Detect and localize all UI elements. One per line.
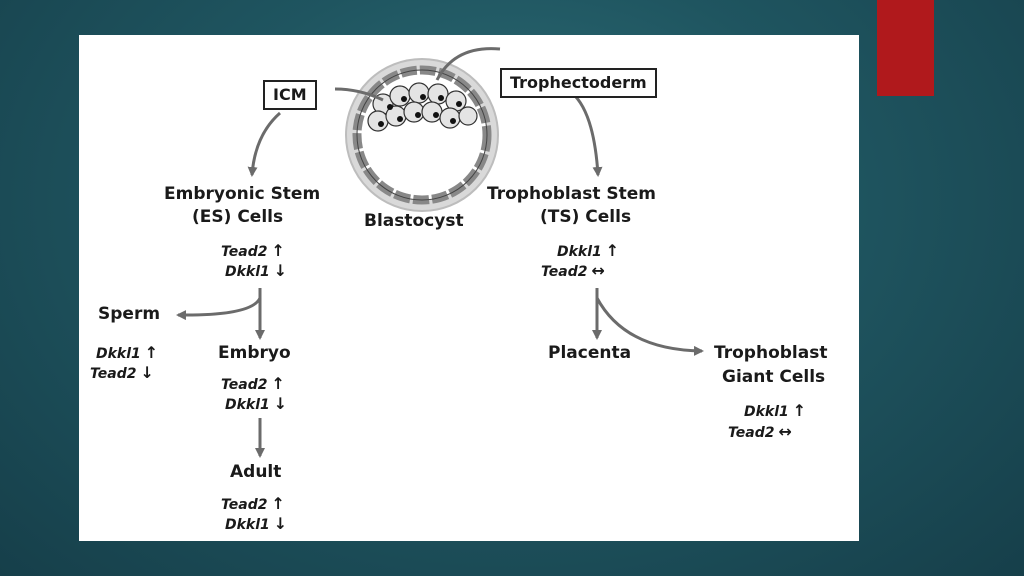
ts-cells-label-line1: Trophoblast Stem	[487, 184, 656, 204]
trophectoderm-label: Trophectoderm	[500, 68, 657, 98]
embryo-label: Embryo	[218, 343, 291, 363]
trophoblast-giant-cells-label-line1: Trophoblast	[714, 343, 828, 363]
tgc-gene-row-1: Dkkl1↑	[744, 401, 807, 420]
adult-gene-row-2: Dkkl1↓	[225, 514, 288, 533]
es-cells-label-line2: (ES) Cells	[192, 207, 284, 227]
es-gene-row-2: Dkkl1↓	[225, 261, 288, 280]
trophoblast-giant-cells-label-line2: Giant Cells	[722, 367, 826, 387]
ts-gene-row-2: Tead2↔	[541, 261, 605, 280]
sperm-gene-row-2: Tead2↓	[90, 363, 154, 382]
sperm-gene-row-1: Dkkl1↑	[96, 343, 159, 362]
ts-gene-row-1: Dkkl1↑	[557, 241, 620, 260]
tgc-gene-row-2: Tead2↔	[728, 422, 792, 441]
es-gene-row-1: Tead2↑	[221, 241, 285, 260]
embryo-gene-row-2: Dkkl1↓	[225, 394, 288, 413]
sperm-label: Sperm	[98, 304, 161, 324]
adult-label: Adult	[230, 462, 282, 482]
icm-label: ICM	[263, 80, 317, 110]
placenta-label: Placenta	[548, 343, 632, 363]
blastocyst-illustration	[345, 58, 499, 212]
es-cells-label-line1: Embryonic Stem	[164, 184, 321, 204]
embryo-gene-row-1: Tead2↑	[221, 374, 285, 393]
red-accent-tab	[877, 0, 934, 96]
blastocyst-label: Blastocyst	[364, 211, 464, 231]
ts-cells-label-line2: (TS) Cells	[540, 207, 632, 227]
adult-gene-row-1: Tead2↑	[221, 494, 285, 513]
